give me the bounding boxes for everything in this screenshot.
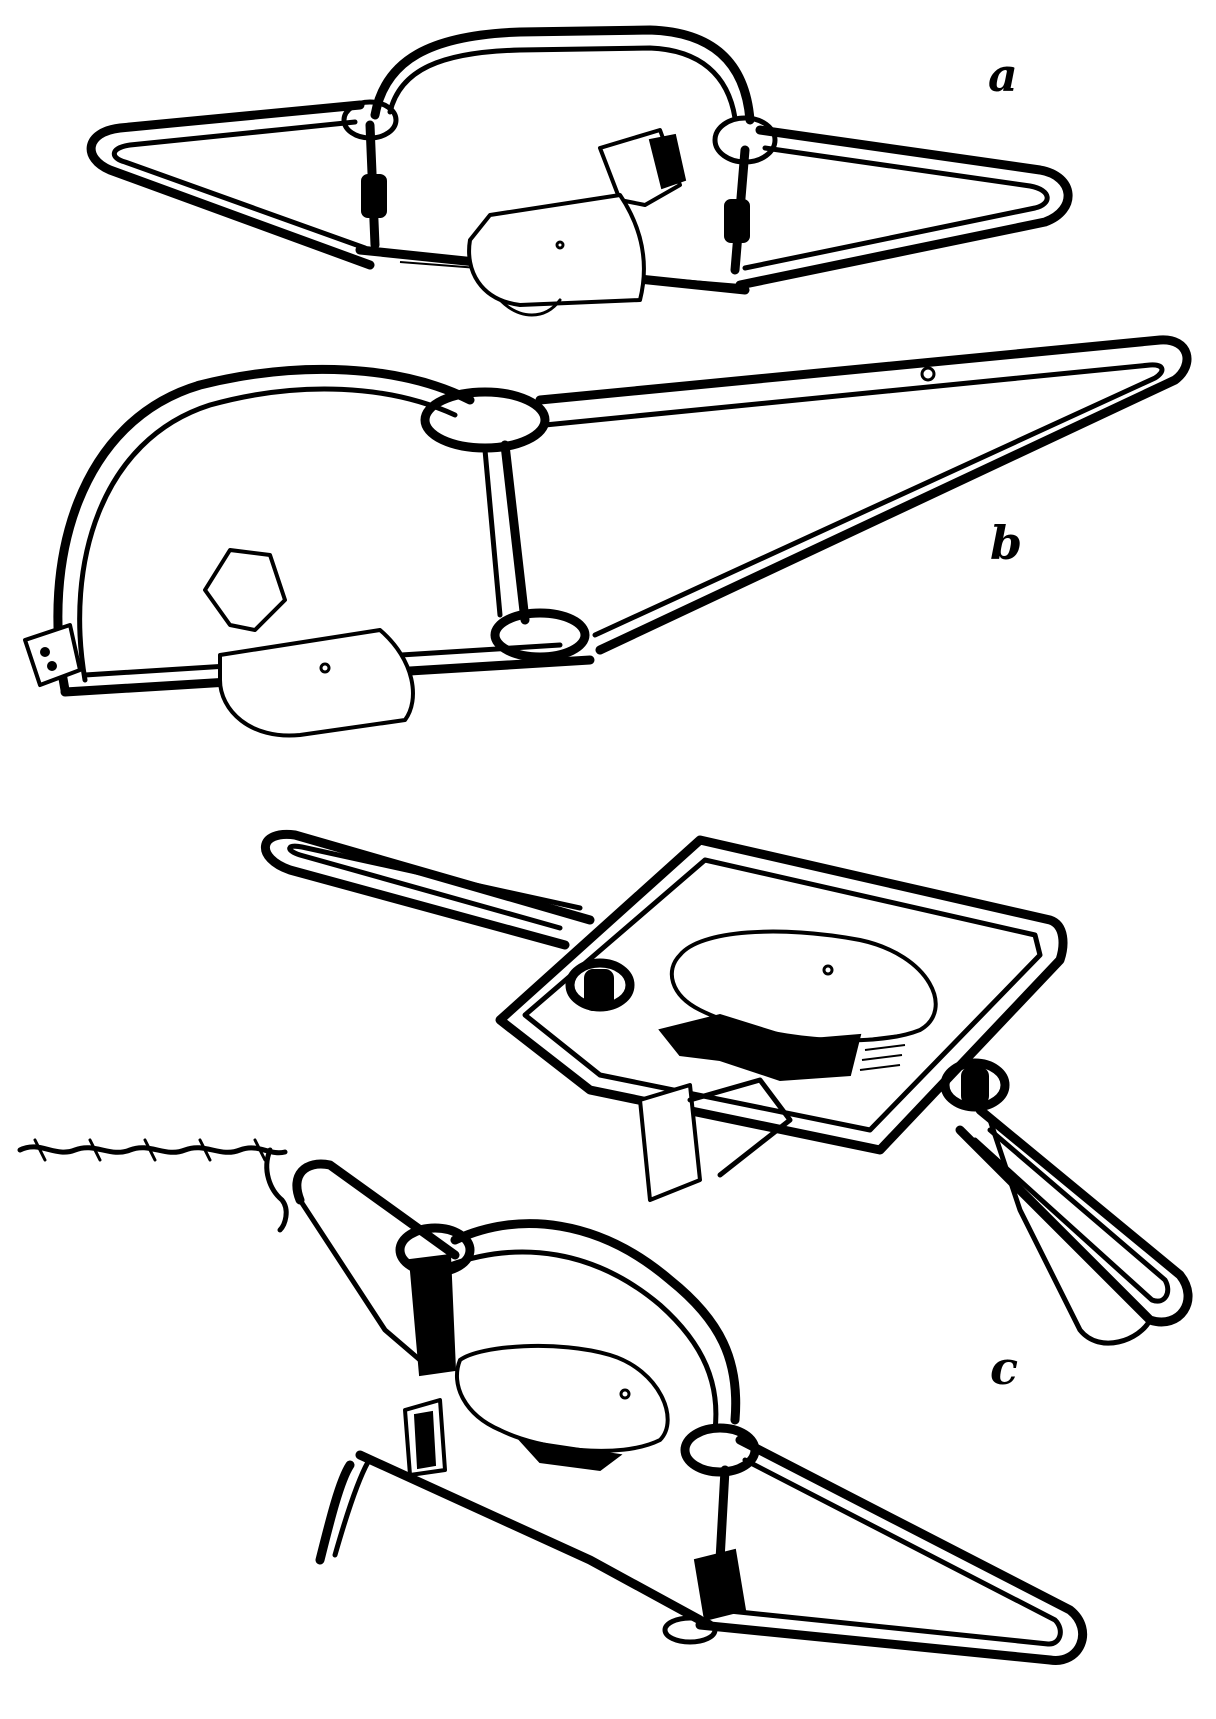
trap-c-sprung-ring-right [680,1423,760,1477]
trap-c-sprung-lower-spring [695,1435,1088,1665]
trap-c-set-pan-hole [822,964,834,976]
trap-b-pan [218,628,415,738]
trap-c-chain-drop [264,1147,289,1233]
trap-b-spring-top-inner [542,362,1165,638]
trap-a-drawing [86,25,1073,317]
trap-a-right-spring-inner [742,145,1050,271]
figure-label-a: a [988,48,1018,102]
trap-b-ring-top [420,387,550,453]
trap-c-set-pan-hatching [859,1034,906,1071]
trap-c-set-right-spring-edge [987,1117,1153,1346]
trap-b-rivet-1 [40,647,50,657]
trap-b-jaw [53,364,475,695]
trap-c-set-right-spring [955,1105,1193,1327]
trap-c-sprung-hook-inner [332,1459,371,1558]
trap-c-set-hinge-right [961,1067,989,1105]
trap-c-sprung-upper-spring-edge [297,1197,423,1363]
trap-b-ring-bottom [490,608,590,662]
trap-a-dog-shadow [648,133,687,190]
trap-b-spring-top [535,335,1192,655]
trap-c-sprung-hook [315,1460,355,1565]
trap-b-spring-hole [920,366,936,382]
trap-a-hinge-right [724,199,750,243]
trap-c-sprung-jaw-inner [447,1249,719,1433]
trap-c-sprung-lower-spring-inner [717,1457,1063,1647]
trap-c-set-jaw-frame [495,835,1068,1155]
figure-label-c: c [990,1341,1019,1395]
trap-c-sprung-drawing [17,1138,1088,1665]
trap-b-drawing [23,335,1192,738]
trap-c-sprung-pan-hole [619,1388,631,1400]
trap-c-sprung-hinge-left [408,1253,457,1377]
trap-a-hinge-left [361,174,387,218]
trap-c-chain-links [33,1138,267,1162]
trap-b-pan-hole [319,662,331,674]
trap-a-pan-stem [498,298,562,317]
figure-label-b: b [990,516,1023,570]
trap-a-left-spring-inner [111,119,368,251]
trap-c-sprung-upper-spring [292,1159,460,1260]
trap-c-sprung-base [355,1450,705,1625]
trap-b-dog [203,548,287,632]
trap-a-pan-hole [555,240,565,250]
trap-c-sprung-post-right [715,1465,730,1565]
trap-b-jaw-inner [77,386,458,683]
trap-a-pan [467,193,646,307]
trap-c-sprung-pan [454,1343,670,1453]
trap-b-post [500,440,530,625]
trap-a-right-spring [735,125,1073,290]
trap-a-jaw-upper [370,25,755,125]
trap-c-set-drawing [260,829,1193,1346]
trap-c-set-jaw-frame-inner [522,857,1043,1133]
trap-a-left-spring [86,100,375,270]
trap-a-jaw-upper-inner [387,45,738,121]
trap-b-hinge-plate [23,623,82,687]
trap-b-rivet-2 [47,661,57,671]
trap-c-sprung-dog-shadow [413,1410,437,1470]
trap-c-set-pan [669,929,938,1043]
trap-c-set-pan-shadow [658,1013,862,1082]
trap-b-post-inner [482,447,503,618]
trap-c-set-left-spring-inner [287,843,583,931]
trap-c-set-hinge-left [584,969,614,1011]
trap-c-set-left-spring [260,829,595,950]
trap-c-chain [17,1144,288,1156]
trap-c-set-ring-right [940,1058,1010,1112]
trap-c-set-right-spring-inner [972,1127,1171,1304]
trap-c-sprung-ring-bottom [662,1615,718,1645]
trap-c-sprung-pan-shadow [517,1438,623,1472]
trap-c-set-trigger-arm [687,1077,793,1178]
trap-c-sprung-jaw [450,1219,741,1425]
trap-c-set-trigger [638,1083,702,1202]
